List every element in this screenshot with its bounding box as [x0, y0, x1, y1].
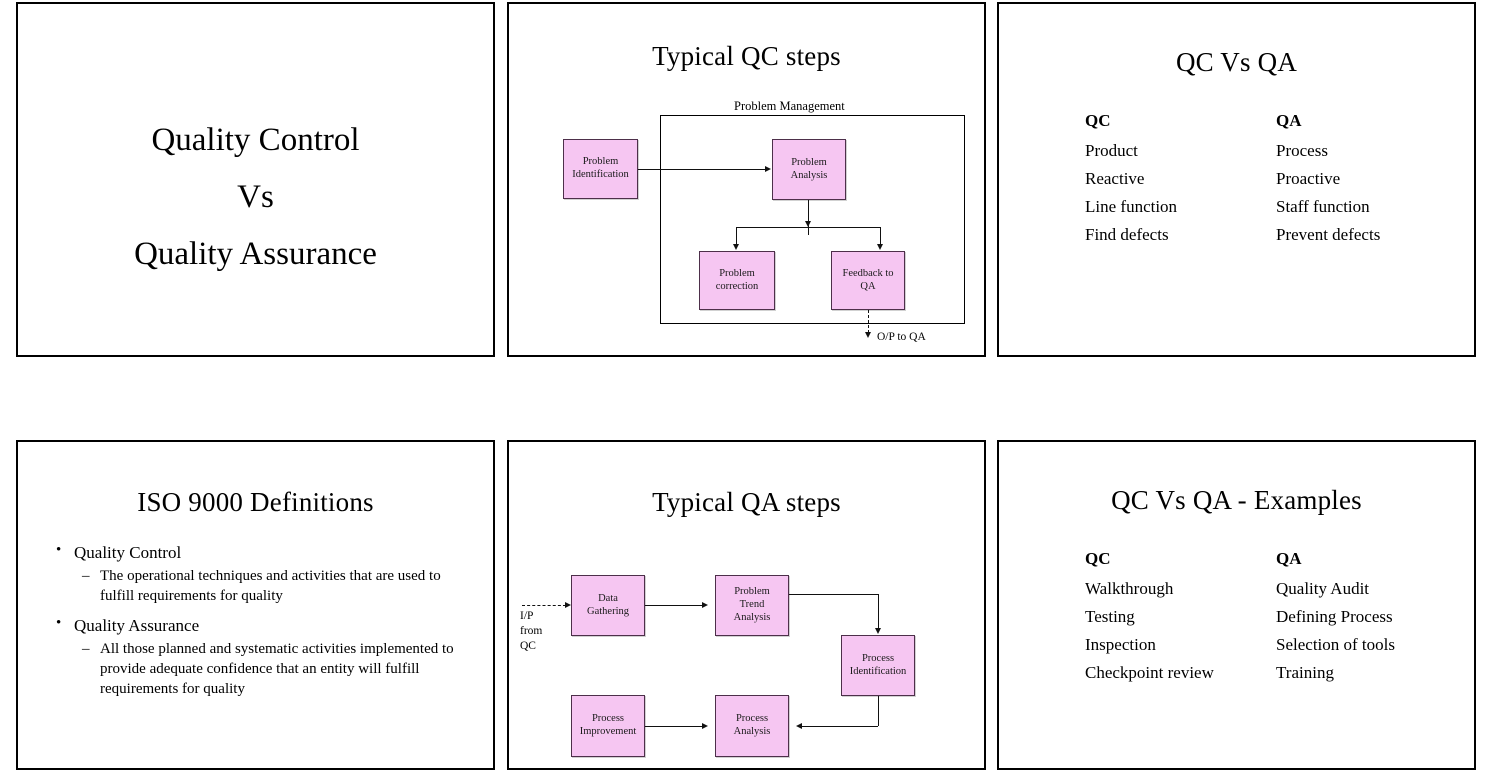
connector-bus-to-feedback [880, 227, 881, 245]
node-problem-analysis[interactable]: Problem Analysis [772, 139, 846, 200]
column-qa-examples: QA Quality Audit Defining Process Select… [1276, 550, 1395, 692]
sub-bullet-quality-control: The operational techniques and activitie… [56, 567, 475, 607]
connector-bus-center-stub [808, 227, 809, 235]
arrowhead-to-process-identification [874, 628, 881, 634]
qc-flowchart: Problem Management Problem Identificatio… [509, 4, 984, 355]
arrowhead-bus-center [804, 221, 811, 227]
node-data-gathering[interactable]: Data Gathering [571, 575, 645, 636]
slide-title-qc-vs-qa-examples: QC Vs QA - Examples [1111, 485, 1362, 515]
list-item: Selection of tools [1276, 635, 1395, 654]
column-qc-examples: QC Walkthrough Testing Inspection Checkp… [1085, 550, 1214, 692]
column-header-qc: QC [1085, 111, 1111, 130]
node-process-analysis[interactable]: Process Analysis [715, 695, 789, 757]
arrowhead-to-process-analysis [702, 722, 708, 729]
column-header-qa: QA [1276, 549, 1302, 568]
arrowhead-to-problem-analysis [765, 165, 771, 172]
slide-title-typical-qc-steps: Typical QC steps [652, 41, 841, 71]
connector-identification-to-analysis [638, 169, 766, 170]
list-item: Staff function [1276, 197, 1370, 216]
connector-identification-down [878, 696, 879, 726]
slide-thumbnail-typical-qc-steps[interactable]: Typical QC steps Problem Management Prob… [507, 2, 986, 357]
connector-output-to-qa [868, 310, 869, 333]
arrowhead-to-problem-correction [732, 244, 739, 250]
node-problem-trend-analysis[interactable]: Problem Trend Analysis [715, 575, 789, 636]
bullet-quality-assurance: Quality Assurance [56, 614, 475, 636]
node-problem-correction[interactable]: Problem correction [699, 251, 775, 310]
arrowhead-output-to-qa [864, 332, 871, 338]
title-slide-text-block: Quality Control Vs Quality Assurance [18, 112, 493, 282]
bullet-quality-control: Quality Control [56, 541, 475, 563]
group-label-problem-management: Problem Management [734, 99, 845, 113]
node-feedback-to-qa[interactable]: Feedback to QA [831, 251, 905, 310]
connector-input-from-qc [522, 605, 566, 606]
slide-thumbnail-qc-vs-qa[interactable]: QC Vs QA QC Product Reactive Line functi… [997, 2, 1476, 357]
slide-thumbnail-iso-9000-definitions[interactable]: ISO 9000 Definitions Quality Control The… [16, 440, 495, 770]
column-qc: QC Product Reactive Line function Find d… [1085, 112, 1177, 254]
node-process-identification[interactable]: Process Identification [841, 635, 915, 696]
slide-title-qc-vs-qa: QC Vs QA [1175, 47, 1298, 77]
title-line-quality-control: Quality Control [151, 122, 360, 158]
bullet-list: Quality Control The operational techniqu… [56, 541, 475, 708]
list-item: Quality Audit [1276, 579, 1370, 598]
list-item: Testing [1085, 607, 1135, 626]
list-item: Find defects [1085, 225, 1169, 244]
list-item: Walkthrough [1085, 579, 1174, 598]
list-item: Checkpoint review [1085, 663, 1214, 682]
title-line-quality-assurance: Quality Assurance [134, 235, 377, 272]
list-item: Proactive [1276, 169, 1341, 188]
label-input-from-qc: I/P from QC [520, 610, 543, 653]
label-output-to-qa: O/P to QA [877, 331, 926, 343]
slide-title-iso-9000-definitions: ISO 9000 Definitions [137, 487, 374, 517]
connector-trend-down [878, 594, 879, 628]
connector-identification-to-analysis [802, 726, 878, 727]
sub-bullet-quality-assurance: All those planned and systematic activit… [56, 640, 475, 700]
title-line-vs: Vs [237, 178, 274, 215]
list-item: Process [1276, 141, 1328, 160]
list-item: Training [1276, 663, 1334, 682]
qa-flowchart: I/P from QC Data Gathering Problem Trend… [509, 442, 984, 768]
column-header-qc: QC [1085, 549, 1111, 568]
connector-bus-to-correction [736, 227, 737, 245]
connector-improvement-to-analysis [645, 726, 703, 727]
list-item: Product [1085, 141, 1138, 160]
list-item: Line function [1085, 197, 1178, 216]
slide-thumbnail-title[interactable]: Quality Control Vs Quality Assurance [16, 2, 495, 357]
problem-management-container [660, 115, 965, 324]
column-header-qa: QA [1276, 111, 1302, 130]
slide-thumbnail-typical-qa-steps[interactable]: Typical QA steps I/P from QC Data Gather… [507, 440, 986, 770]
connector-gathering-to-trend [645, 605, 703, 606]
list-item: Inspection [1085, 635, 1156, 654]
connector-analysis-down [808, 200, 809, 227]
list-item: Defining Process [1276, 607, 1393, 626]
arrowhead-to-feedback-to-qa [876, 244, 883, 250]
node-process-improvement[interactable]: Process Improvement [571, 695, 645, 757]
arrowhead-to-problem-trend-analysis [702, 601, 708, 608]
column-qa: QA Process Proactive Staff function Prev… [1276, 112, 1380, 254]
list-item: Reactive [1085, 169, 1145, 188]
slide-title-typical-qa-steps: Typical QA steps [652, 487, 841, 517]
list-item: Prevent defects [1276, 225, 1381, 244]
node-problem-identification[interactable]: Problem Identification [563, 139, 638, 199]
connector-trend-to-identification [789, 594, 878, 595]
arrowhead-to-process-analysis-left [796, 722, 802, 729]
arrowhead-input-from-qc [565, 601, 571, 608]
slide-thumbnail-qc-vs-qa-examples[interactable]: QC Vs QA - Examples QC Walkthrough Testi… [997, 440, 1476, 770]
